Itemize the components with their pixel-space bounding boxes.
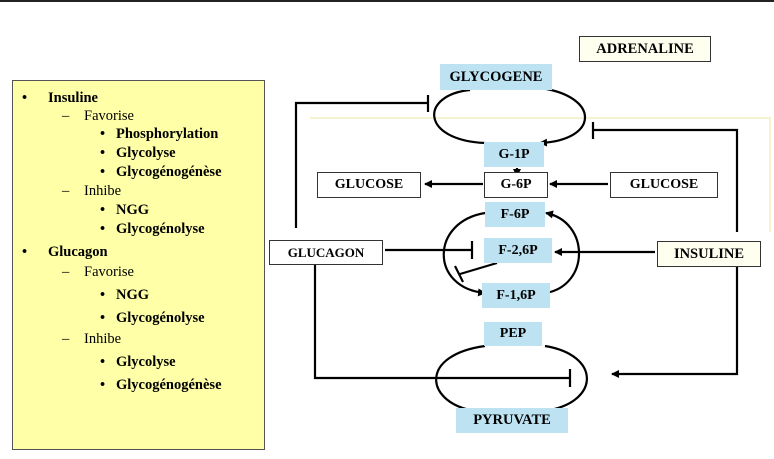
node-label: F-6P <box>500 206 530 222</box>
insuline-heading: •Insuline <box>22 90 98 106</box>
node-label: F-2,6P <box>498 242 538 258</box>
item-label: Glycogénolyse <box>116 221 205 237</box>
glycogene-box: GLYCOGENE <box>440 64 552 90</box>
insuline-box: INSULINE <box>657 241 761 267</box>
glucagon-inhibe-item: •Glycogénogénèse <box>100 377 222 393</box>
glucagon-favorise-label: Favorise <box>84 264 134 280</box>
f26p-box: F-2,6P <box>484 238 552 263</box>
item-label: Glycolyse <box>116 145 176 161</box>
insuline-favorise-item: •Glycolyse <box>100 145 176 161</box>
g1p-box: G-1P <box>484 142 544 167</box>
node-label: ADRENALINE <box>596 40 694 57</box>
cycle-arc <box>442 211 486 297</box>
node-label: GLUCOSE <box>629 177 699 192</box>
glucagon-inhibe-label: Inhibe <box>84 331 122 347</box>
glucagon-line <box>294 101 428 228</box>
node-label: G-1P <box>498 146 530 162</box>
adrenaline-box: ADRENALINE <box>579 36 711 62</box>
glucagon-favorise-item: •NGG <box>100 287 150 303</box>
node-label: GLUCAGON <box>287 244 365 260</box>
node-label: F-1,6P <box>496 287 536 303</box>
glucagon-inhibit-pep <box>313 262 570 380</box>
item-label: Glycogénogénèse <box>116 377 222 393</box>
item-label: Glycogénogénèse <box>116 164 222 180</box>
insuline-inhibe-label: Inhibe <box>84 183 122 199</box>
node-label: PYRUVATE <box>473 412 551 428</box>
insuline-line <box>593 128 739 232</box>
insuline-favorise-item: •Glycogénogénèse <box>100 164 222 180</box>
node-label: PEP <box>499 326 527 341</box>
cycle-arc <box>539 86 586 147</box>
item-label: NGG <box>116 202 150 218</box>
cycle-arc <box>433 88 486 145</box>
glucagon-inhibe-item: •Glycolyse <box>100 354 176 370</box>
pyruvate-box: PYRUVATE <box>456 408 568 433</box>
insuline-favorise: –Favorise <box>62 108 134 124</box>
glucagon-favorise: –Favorise <box>62 264 134 280</box>
glucagon-heading: •Glucagon <box>22 244 108 260</box>
g6p-box: G-6P <box>484 172 548 198</box>
insuline-favorise-item: •Phosphorylation <box>100 126 219 142</box>
top-rule <box>0 0 774 2</box>
node-label: GLUCOSE <box>334 177 404 192</box>
item-label: Glycogénolyse <box>116 310 205 326</box>
item-label: Phosphorylation <box>116 126 219 142</box>
cycle-arc <box>545 210 580 295</box>
insuline-inhibe: –Inhibe <box>62 183 122 199</box>
f6p-box: F-6P <box>485 202 545 227</box>
glucagon-favorise-item: •Glycogénolyse <box>100 310 205 326</box>
f16p-box: F-1,6P <box>482 283 550 308</box>
insuline-inhibe-item: •Glycogénolyse <box>100 221 205 237</box>
glucose-output-box: GLUCOSE <box>317 172 421 198</box>
hormone-summary-panel <box>12 80 265 450</box>
insuline-inhibe-item: •NGG <box>100 202 150 218</box>
node-label: GLYCOGENE <box>449 68 543 85</box>
item-label: Glycolyse <box>116 354 176 370</box>
insuline-label: Insuline <box>48 90 98 106</box>
glucose-input-box: GLUCOSE <box>610 172 718 198</box>
insuline-favorise-label: Favorise <box>84 108 134 124</box>
node-label: G-6P <box>500 177 532 192</box>
glucagon-box: GLUCAGON <box>269 240 383 265</box>
insuline-activate-pep <box>611 266 739 378</box>
glucagon-label: Glucagon <box>48 244 108 260</box>
pep-box: PEP <box>484 322 542 346</box>
glucagon-inhibe: –Inhibe <box>62 331 122 347</box>
item-label: NGG <box>116 287 150 303</box>
node-label: INSULINE <box>673 245 745 262</box>
